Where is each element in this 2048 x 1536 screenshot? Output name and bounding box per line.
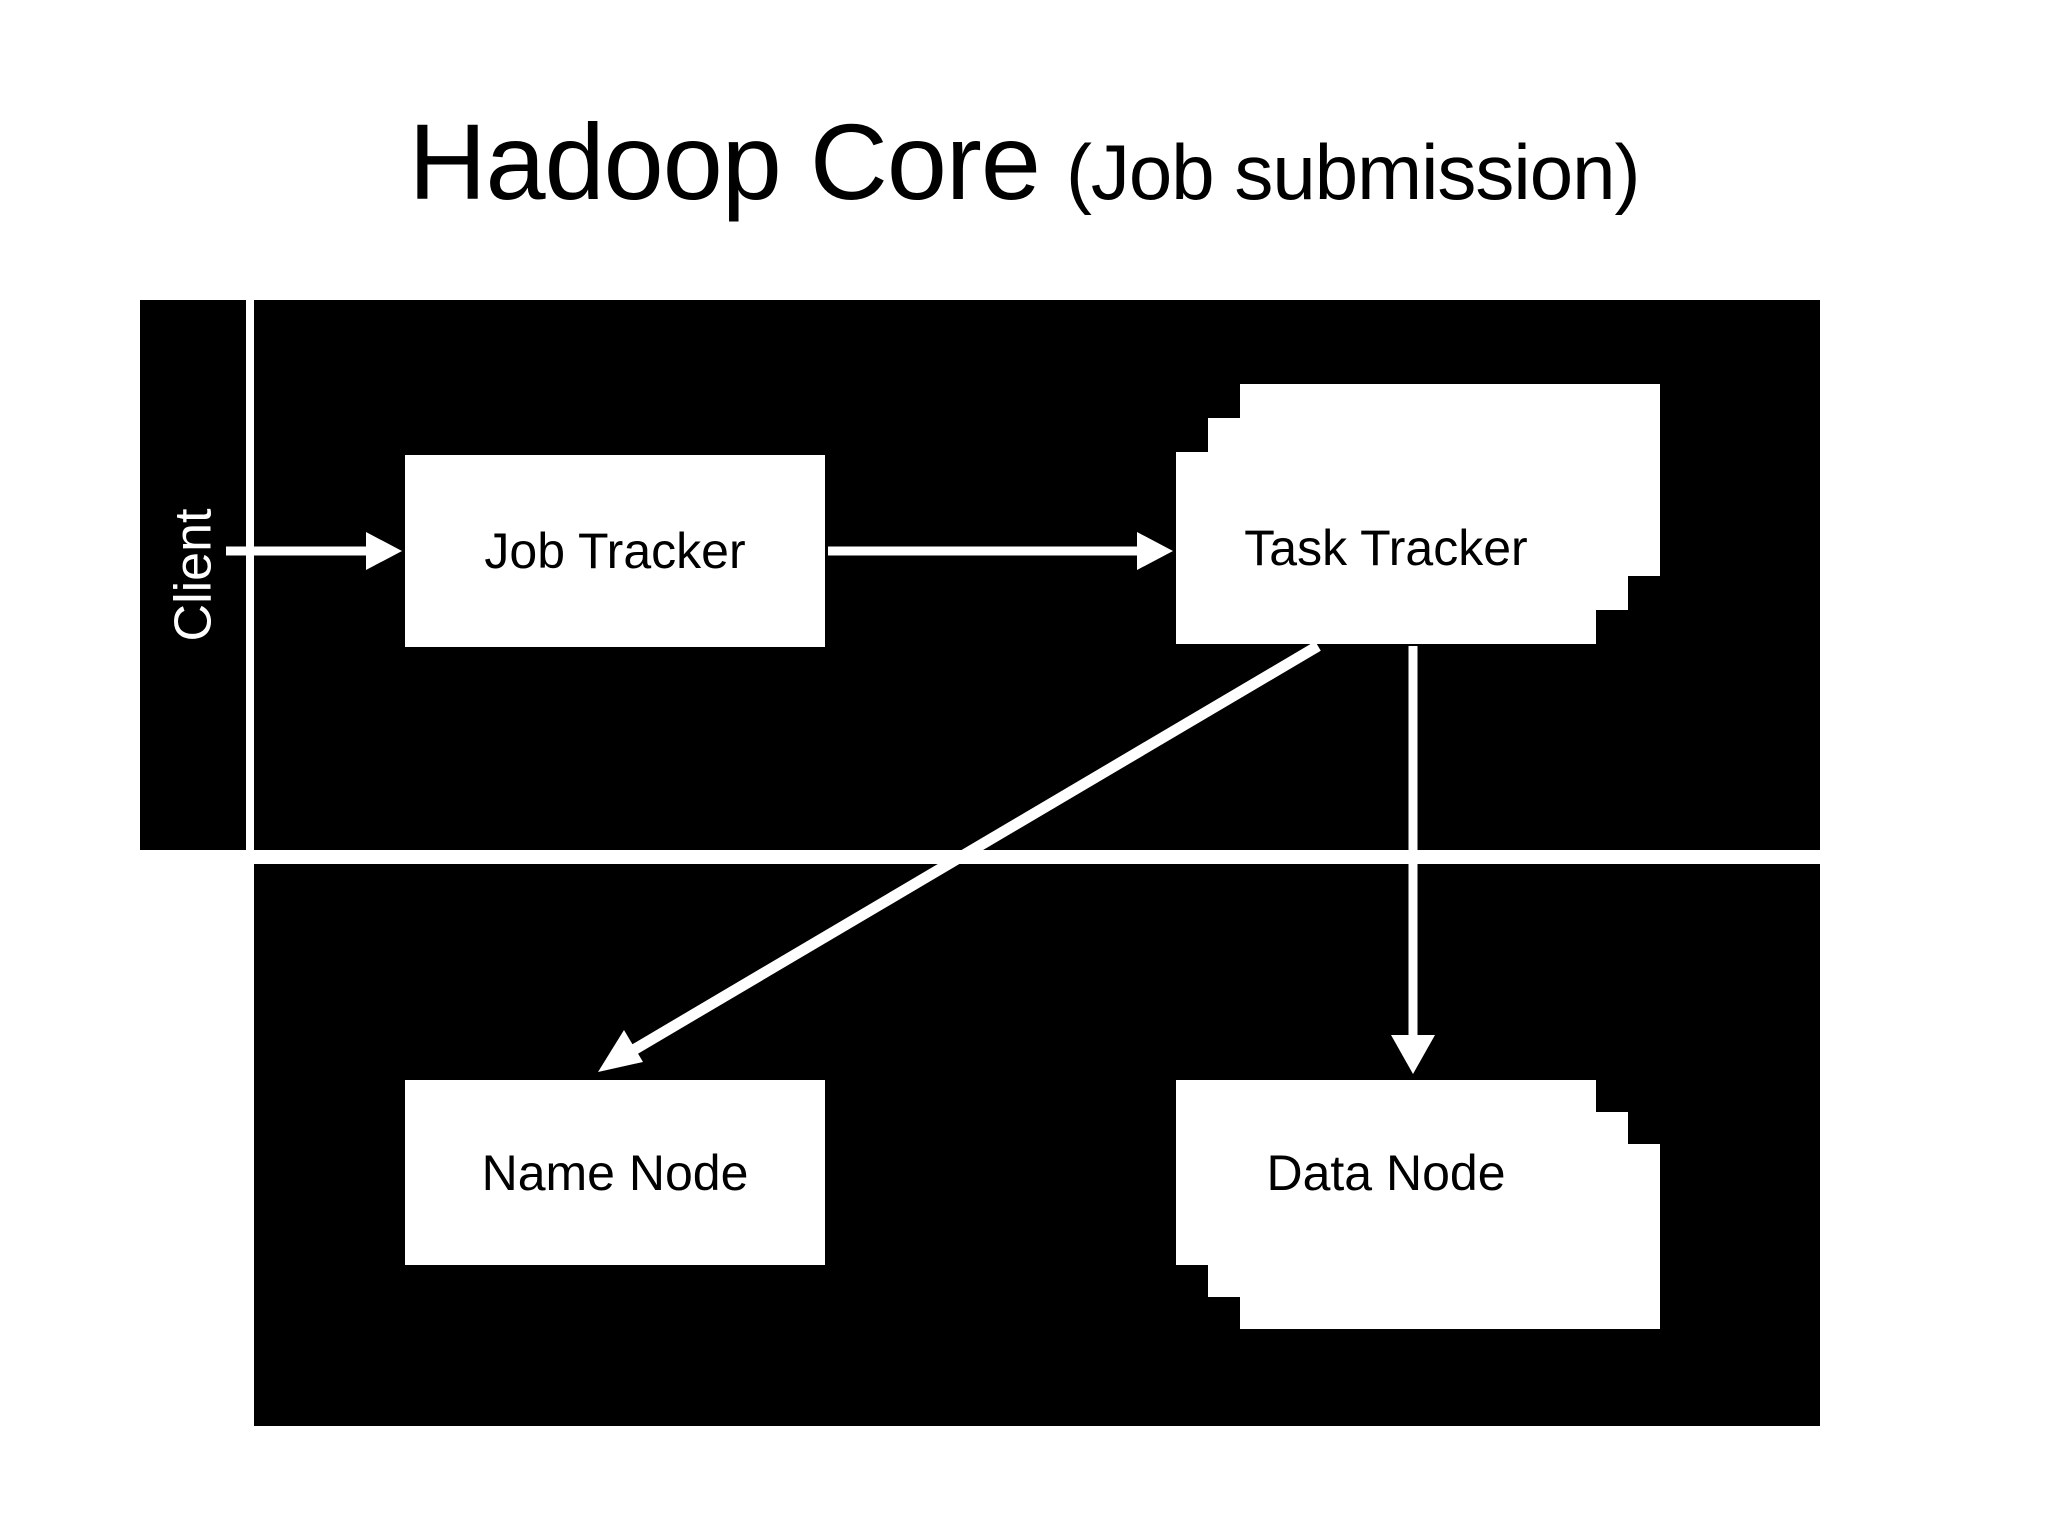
job-tracker-label: Job Tracker <box>484 523 746 579</box>
page-title: Hadoop Core(Job submission) <box>0 108 2048 216</box>
task-tracker-node[interactable]: Task Tracker <box>1176 452 1596 644</box>
title-main-text: Hadoop Core <box>408 101 1041 222</box>
name-node[interactable]: Name Node <box>405 1080 825 1265</box>
job-tracker-node[interactable]: Job Tracker <box>405 455 825 647</box>
name-node-label: Name Node <box>481 1144 749 1201</box>
data-node[interactable]: Data Node <box>1176 1080 1596 1265</box>
client-panel <box>140 300 246 850</box>
title-sub-text: (Job submission) <box>1065 128 1641 216</box>
data-node-label: Data Node <box>1266 1144 1506 1201</box>
task-tracker-label: Task Tracker <box>1244 520 1528 576</box>
